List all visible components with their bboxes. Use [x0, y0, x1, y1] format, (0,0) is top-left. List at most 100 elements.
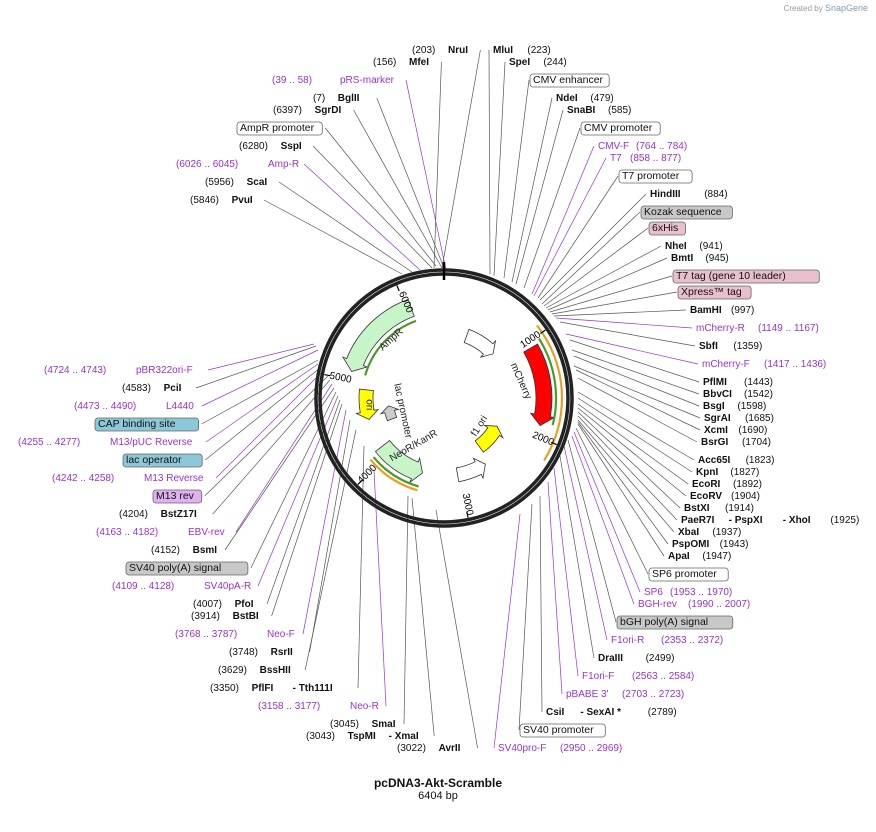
- mcherry-orange-line: [536, 324, 564, 462]
- feature-name: T7 promoter: [622, 170, 680, 182]
- site-label: (5846)PvuI: [190, 195, 253, 206]
- enzyme-name: MfeI: [409, 57, 429, 68]
- callout-line: [411, 497, 435, 737]
- site-position: (1685): [745, 413, 774, 424]
- enzyme-name: BstZ17I: [161, 509, 197, 520]
- neor-orange-line: [369, 458, 418, 492]
- site-label: (4007)PfoI: [193, 599, 254, 610]
- site-label: (3022)AvrII: [397, 743, 461, 754]
- site-position: (2499): [646, 653, 675, 664]
- site-label: SnaBI(585): [567, 105, 631, 116]
- primer-label: (6026 .. 6045): [176, 159, 238, 170]
- primer-label: (2563 .. 2584): [632, 671, 694, 682]
- feature-label-box: [672, 269, 820, 284]
- site-position: (3748): [229, 647, 258, 658]
- enzyme-name: SnaBI: [567, 105, 596, 116]
- callout-line: [376, 97, 445, 269]
- callout-line: [559, 321, 696, 347]
- neor-orf-line: [372, 456, 419, 488]
- enzyme-name: BsrGI: [701, 437, 728, 448]
- enzyme-name: ApaI: [668, 551, 690, 562]
- feature-name: M13 rev: [156, 490, 195, 502]
- primer-label: SV40pro-F: [498, 743, 546, 754]
- tick-mark: [396, 285, 400, 292]
- snapgene-credit: Created by SnapGene: [784, 3, 868, 13]
- site-label: (203)NruI: [412, 45, 468, 56]
- callout-line: [201, 349, 319, 407]
- site-label: SV40pro-F(2950 .. 2969): [498, 743, 622, 754]
- site-label: T7 tag (gene 10 leader): [672, 269, 820, 284]
- enzyme-name: BglII: [338, 93, 360, 104]
- site-position: (4204): [119, 509, 148, 520]
- site-label: (6280)SspI: [239, 141, 302, 152]
- site-position: (945): [705, 253, 728, 264]
- callout-line: [577, 411, 681, 509]
- callout-line: [577, 421, 669, 545]
- callout-line: [577, 403, 689, 485]
- site-position: (2789): [648, 707, 677, 718]
- callout-line: [541, 211, 641, 305]
- callout-line: [215, 371, 323, 479]
- site-label: M13 rev: [152, 489, 203, 504]
- site-label: KpnI(1827): [696, 467, 759, 478]
- callout-line: [533, 157, 607, 297]
- callout-line: [551, 291, 678, 315]
- site-position: (1823): [746, 455, 775, 466]
- site-label: EcoRV(1904): [690, 491, 760, 502]
- callout-line: [531, 145, 595, 295]
- callout-line: [493, 61, 506, 277]
- site-label: Kozak sequence: [640, 205, 733, 220]
- site-position: (3045): [330, 719, 359, 730]
- primer-label: EBV-rev: [188, 527, 225, 538]
- primer-label: T7: [610, 153, 622, 164]
- site-position: (156): [373, 57, 396, 68]
- site-position: (1359): [733, 341, 762, 352]
- enzyme-name: SgrDI: [315, 105, 342, 116]
- callout-line: [573, 355, 700, 407]
- site-label: (4204) BstZ17I: [119, 509, 197, 520]
- enzyme-name: HindIII: [650, 189, 681, 200]
- site-label: F1ori-R(2353 .. 2372): [611, 635, 723, 646]
- site-label: (39 .. 58)pRS-marker: [272, 75, 395, 86]
- callout-line: [195, 345, 317, 389]
- enzyme-name: BmtI: [671, 253, 693, 264]
- feature-label-box: [236, 121, 323, 136]
- snapgene-logo: SnapGene: [824, 3, 868, 13]
- tick-label: 2000: [531, 430, 556, 449]
- enzyme-name: BstBI: [233, 611, 259, 622]
- site-position: (1943): [720, 539, 749, 550]
- callout-line: [325, 127, 437, 267]
- callout-line: [537, 175, 619, 299]
- callout-line: [547, 257, 668, 311]
- callout-line: [577, 377, 698, 443]
- site-position: (4583): [122, 383, 151, 394]
- enzyme-name: BstXI: [684, 503, 710, 514]
- site-position: (1925): [830, 515, 859, 526]
- mcherry-orf-line: [538, 338, 558, 426]
- callout-line: [435, 509, 478, 749]
- site-label: mCherry-R(1149 .. 1167): [696, 323, 819, 334]
- site-label: ApaI(1947): [668, 551, 731, 562]
- feature-label-box: [648, 567, 729, 582]
- feature-name: bGH poly(A) signal: [620, 616, 708, 628]
- primer-label: SP6: [644, 587, 663, 598]
- site-position: (1827): [730, 467, 759, 478]
- lac-promoter-arrow: [379, 405, 400, 422]
- enzyme-name: Acc65I: [698, 455, 730, 466]
- enzyme-name: CsiI: [546, 707, 565, 718]
- site-label: mCherry-F(1417 .. 1436): [702, 359, 826, 370]
- callout-line: [575, 369, 701, 431]
- feature-arrow-label: ori: [363, 399, 374, 410]
- site-label: (4163 .. 4182)EBV-rev: [96, 527, 225, 538]
- site-position: (997): [731, 305, 754, 316]
- enzyme-name: EcoRV: [690, 491, 722, 502]
- callout-line: [433, 61, 442, 269]
- feature-label-box: [529, 73, 610, 88]
- feature-label-box: [152, 489, 203, 504]
- enzyme-name: SgrAI: [704, 413, 731, 424]
- enzyme-name: NheI: [665, 241, 687, 252]
- tick-mark: [540, 329, 546, 334]
- callout-line: [302, 409, 347, 635]
- tick-label: 5000: [328, 371, 352, 386]
